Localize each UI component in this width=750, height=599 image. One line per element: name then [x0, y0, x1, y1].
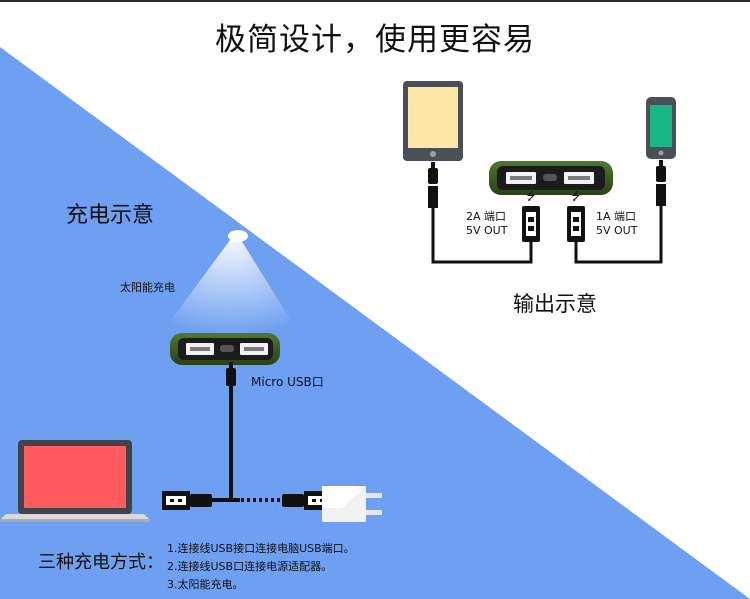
- usb-symbol-icon: ⭍: [571, 190, 580, 203]
- phone-icon: [646, 97, 676, 159]
- tablet-icon: [403, 81, 463, 161]
- laptop-screen: [24, 446, 126, 508]
- output-diagram-title: 输出示意: [513, 292, 597, 316]
- usb-symbol-icon: ⭍: [526, 190, 535, 203]
- charging-methods-title: 三种充电方式：: [38, 552, 164, 573]
- charging-method-item: 1.连接线USB接口连接电脑USB端口。: [167, 542, 355, 555]
- output-cable-2a: ⭍: [428, 162, 540, 264]
- page-title: 极简设计，使用更容易: [215, 22, 535, 58]
- micro-usb-port-icon: [543, 174, 557, 181]
- top-border: [0, 0, 750, 2]
- charging-method-item: 3.太阳能充电。: [167, 578, 244, 591]
- charging-power-bank: [170, 333, 280, 365]
- port-2a-voltage: 5V OUT: [466, 224, 508, 237]
- blue-background: [0, 47, 750, 599]
- usb-connector-left: [162, 491, 212, 510]
- port-2a-label: 2A 端口: [466, 210, 507, 223]
- solar-light-source: [228, 230, 248, 242]
- port-1a-label: 1A 端口: [596, 210, 637, 223]
- power-adapter-icon: [322, 486, 382, 522]
- solar-charging-label: 太阳能充电: [120, 281, 175, 294]
- charging-method-item: 2.连接线USB口连接电源适配器。: [167, 560, 333, 573]
- laptop-icon: [0, 440, 150, 522]
- charging-diagram-title: 充电示意: [66, 203, 155, 228]
- output-power-bank: [489, 161, 613, 195]
- port-1a-voltage: 5V OUT: [596, 224, 638, 237]
- micro-usb-port-icon: [220, 345, 234, 352]
- solar-light-beam: [160, 232, 300, 335]
- charging-cable: [212, 362, 290, 502]
- micro-usb-label: Micro USB口: [251, 375, 324, 389]
- output-cable-1a: ⭍: [567, 160, 666, 264]
